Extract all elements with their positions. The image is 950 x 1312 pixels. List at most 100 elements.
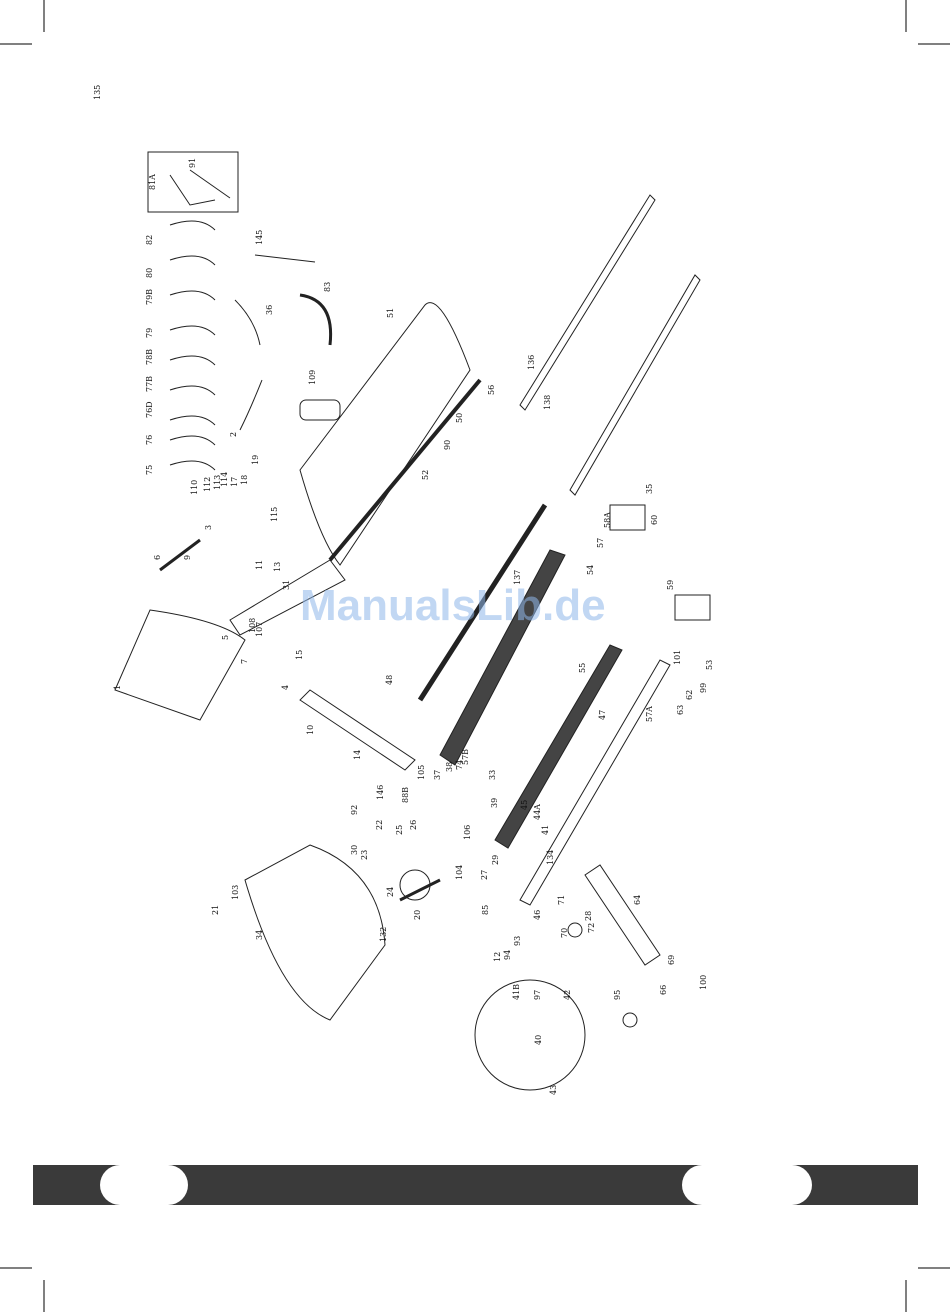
belt [399,878,441,902]
part-label-45: 45 [520,800,529,810]
part-label-92: 92 [350,805,359,815]
tool-box [147,151,239,213]
part-label-108: 108 [248,618,257,633]
part-label-22: 22 [375,820,384,830]
part-label-39: 39 [490,798,499,808]
part-label-15: 15 [295,650,304,660]
part-label-26: 26 [409,820,418,830]
part-label-52: 52 [421,470,430,480]
part-label-42: 42 [563,990,572,1000]
part-label-1: 1 [113,685,122,690]
part-label-146: 146 [376,785,385,800]
part-label-72: 72 [587,923,596,933]
part-label-79B: 79B [145,289,154,305]
part-label-36: 36 [265,305,274,315]
end-cap-59 [674,594,711,621]
part-label-51: 51 [386,308,395,318]
part-label-135: 135 [93,85,102,100]
part-label-104: 104 [455,865,464,880]
part-label-56: 56 [487,385,496,395]
part-label-88B: 88B [401,787,410,803]
part-label-79: 79 [145,328,154,338]
part-label-90: 90 [443,440,452,450]
part-label-93: 93 [513,936,522,946]
part-label-99: 99 [699,683,708,693]
part-label-85: 85 [481,905,490,915]
bottle-109 [299,399,341,421]
part-label-18: 18 [240,475,249,485]
footer-pill-right [682,1165,812,1205]
part-label-38: 38 [445,762,454,772]
part-label-76D: 76D [145,401,154,418]
part-label-132: 132 [379,927,388,942]
part-label-94: 94 [503,950,512,960]
part-label-80: 80 [145,268,154,278]
part-label-14: 14 [353,750,362,760]
part-label-62: 62 [685,690,694,700]
part-label-58A: 58A [603,512,612,528]
part-label-74: 74 [455,760,464,770]
part-label-66: 66 [659,985,668,995]
part-label-57A: 57A [645,706,654,722]
wheel-70 [622,1012,638,1028]
part-label-10: 10 [306,725,315,735]
part-label-4: 4 [281,685,290,690]
rail-136-lower [569,274,701,496]
roller-rear-48 [417,503,548,702]
part-label-31: 31 [282,580,291,590]
part-label-6: 6 [153,555,162,560]
part-label-23: 23 [360,850,369,860]
part-label-41: 41 [541,825,550,835]
part-label-97: 97 [533,990,542,1000]
part-label-101: 101 [673,650,682,665]
part-label-40: 40 [534,1035,543,1045]
leg-64 [584,864,661,966]
part-label-28: 28 [584,911,593,921]
part-label-3: 3 [204,525,213,530]
part-label-109: 109 [308,370,317,385]
part-label-21: 21 [211,905,220,915]
part-label-138: 138 [543,395,552,410]
part-label-83: 83 [323,282,332,292]
part-label-57B: 57B [461,749,470,765]
part-label-37: 37 [433,770,442,780]
part-label-41B: 41B [512,984,521,1000]
deck-51 [299,302,471,566]
frame-rail-right [494,644,623,849]
part-label-48: 48 [385,675,394,685]
cable-set [169,220,216,471]
part-label-13: 13 [273,562,282,572]
part-label-5: 5 [221,635,230,640]
part-label-59: 59 [666,580,675,590]
part-label-44A: 44A [533,804,542,820]
part-label-77B: 77B [145,376,154,392]
power-cord-36 [234,299,261,346]
flywheel-20 [399,869,431,901]
part-label-69: 69 [667,955,676,965]
frame-base [519,659,671,906]
part-label-75: 75 [145,465,154,475]
part-label-82: 82 [145,235,154,245]
part-83 [299,293,333,346]
roller-front [328,378,482,562]
part-label-53: 53 [705,660,714,670]
part-label-106: 106 [463,825,472,840]
upright-14 [299,689,416,771]
part-label-63: 63 [676,705,685,715]
part-label-55: 55 [578,663,587,673]
end-cap-60 [609,504,646,531]
part-label-64: 64 [633,895,642,905]
motor-cover-20 [244,844,386,1021]
allen-key-81A [169,174,216,206]
part-label-46: 46 [533,910,542,920]
part-label-105: 105 [417,765,426,780]
wheel-70b [567,922,583,938]
part-label-112: 112 [203,477,212,492]
part-label-60: 60 [650,515,659,525]
part-label-71: 71 [557,895,566,905]
part-label-20: 20 [413,910,422,920]
part-label-78B: 78B [145,349,154,365]
part-label-50: 50 [455,413,464,423]
